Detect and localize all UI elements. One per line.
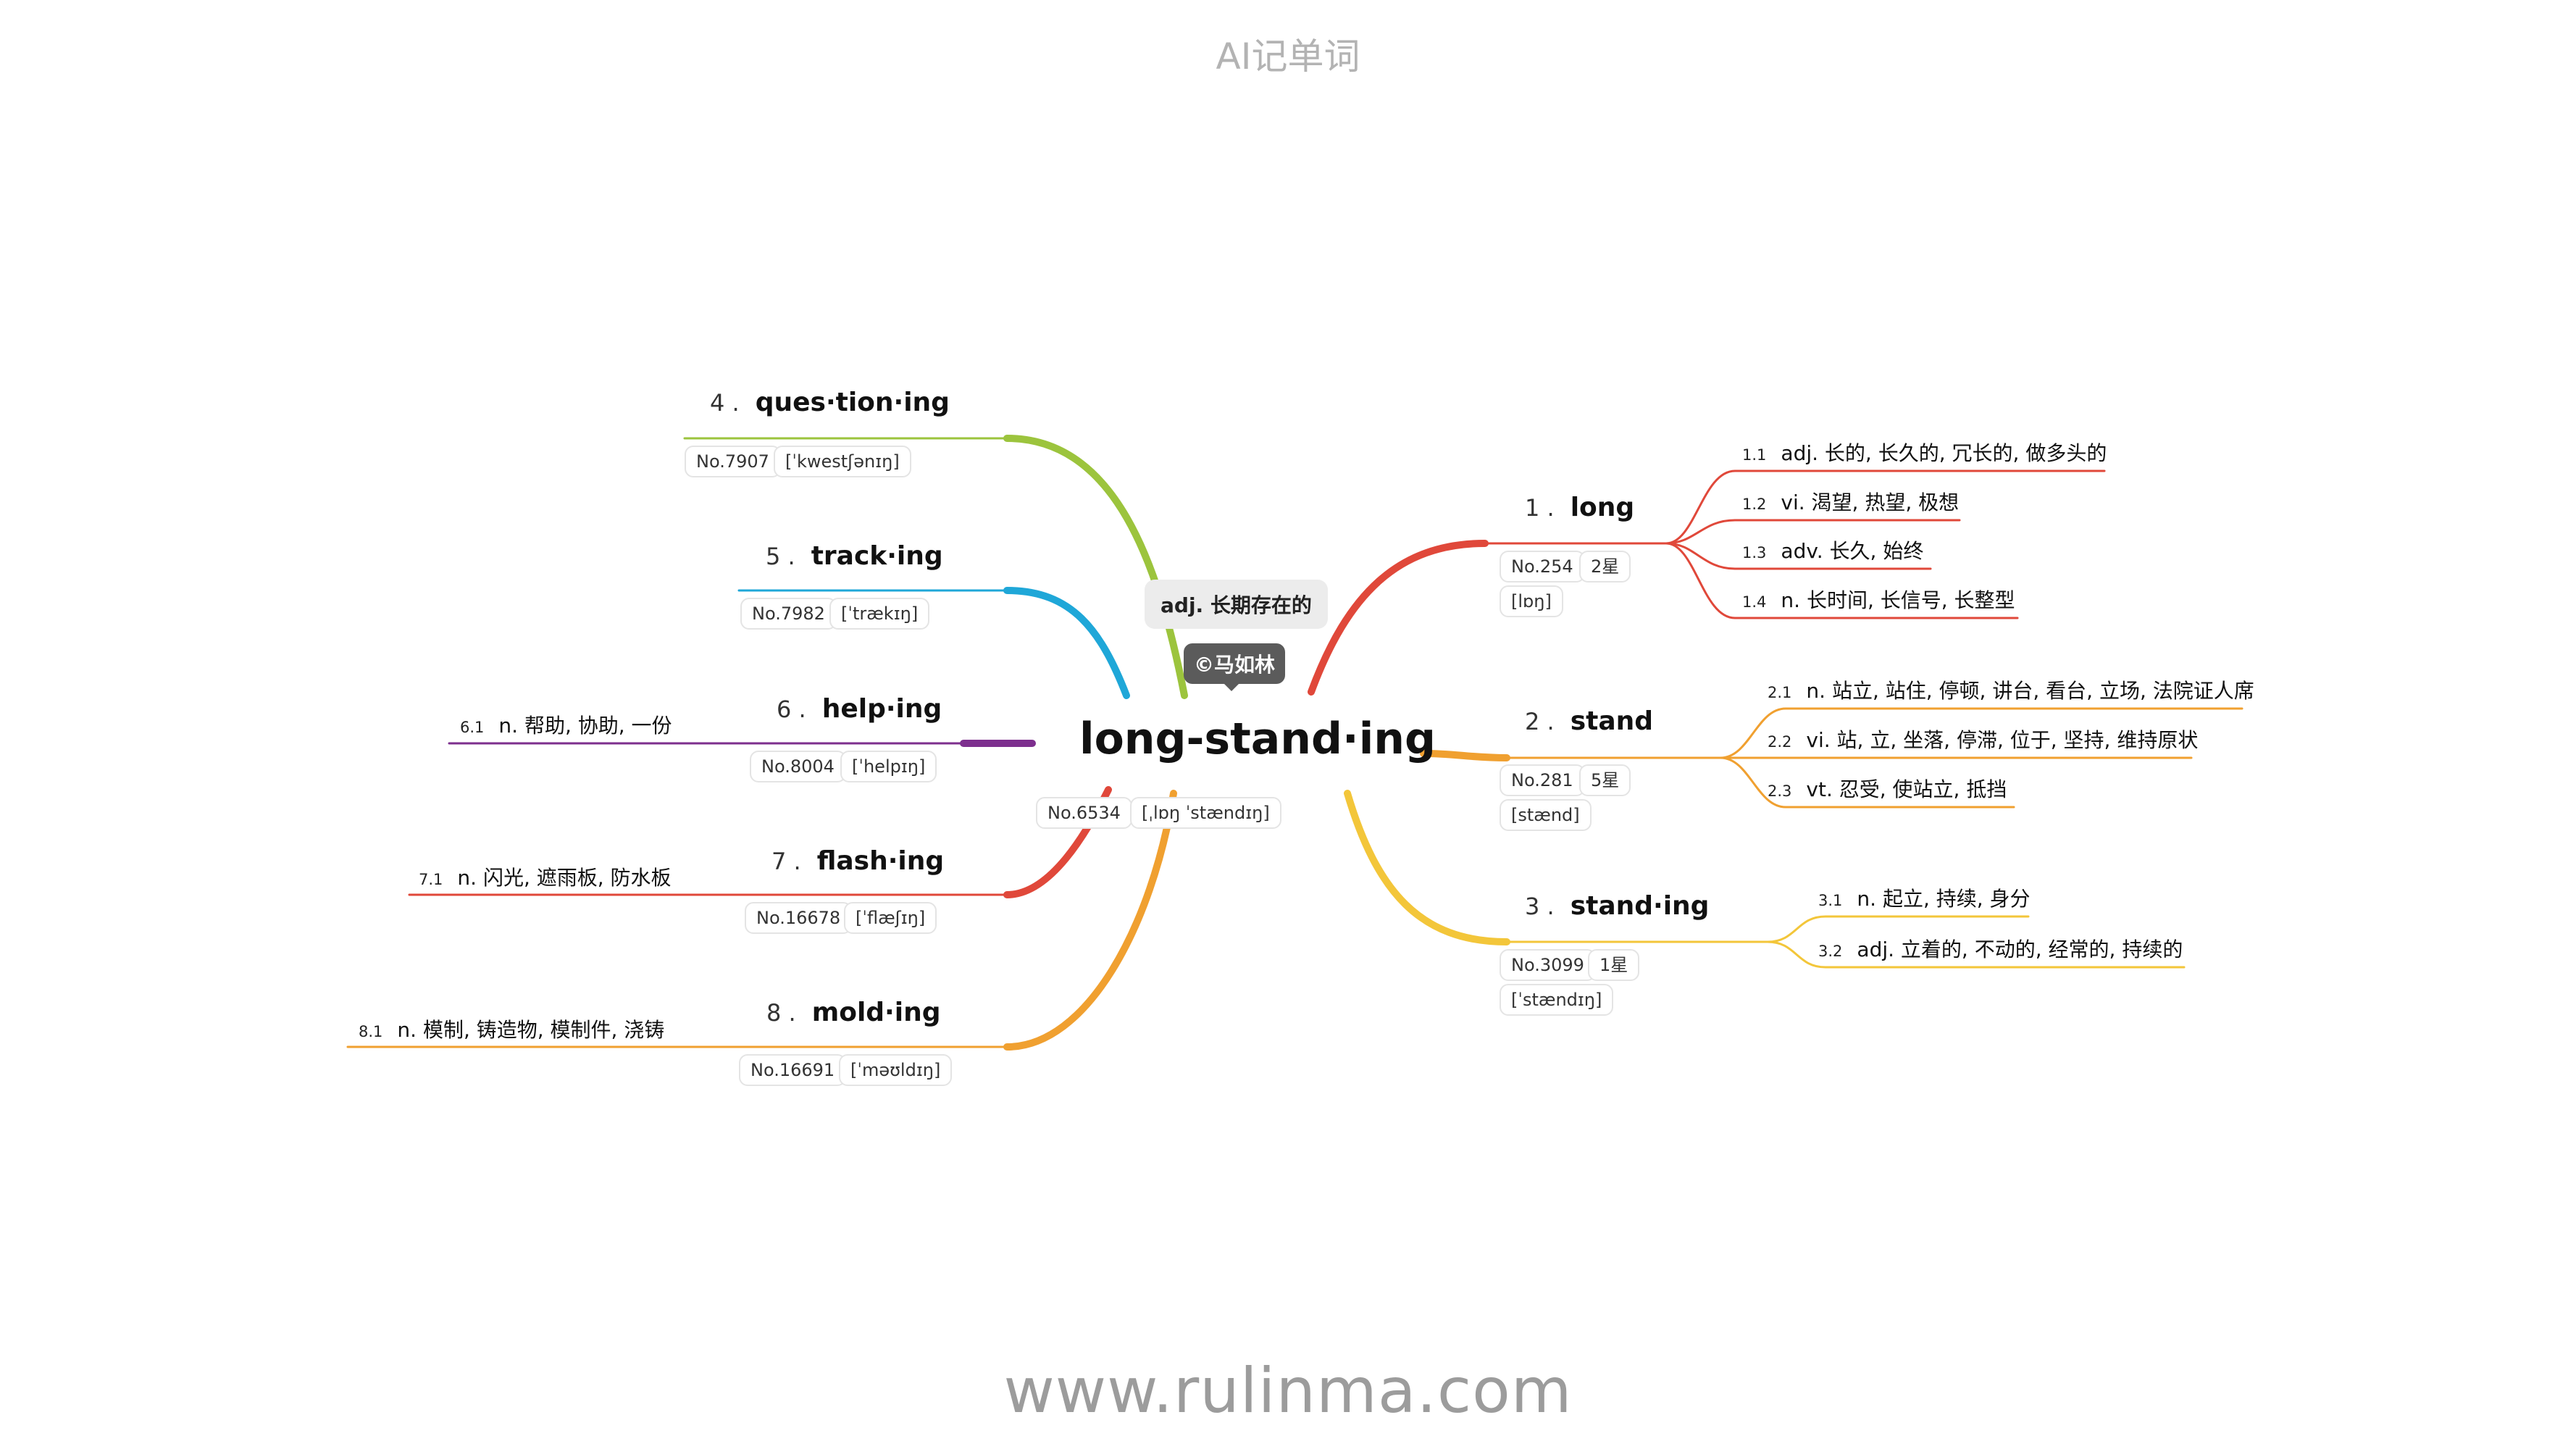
branch-8-word[interactable]: 8 . mold·ing	[766, 998, 940, 1027]
footer-url: www.rulinma.com	[1003, 1355, 1573, 1427]
branch-8-title: mold·ing	[811, 998, 941, 1027]
branch-6-no-tag: No.8004	[750, 751, 846, 782]
branch-5-word[interactable]: 5 . track·ing	[766, 541, 943, 571]
branch-3-title: stand·ing	[1570, 891, 1710, 921]
branch-6-phonetic-tag: [ˈhelpɪŋ]	[840, 751, 937, 782]
branch-3-no-tag: No.3099	[1500, 949, 1596, 981]
branch-5-title: track·ing	[811, 541, 943, 571]
branch-2-no-tag: No.281	[1500, 764, 1585, 796]
author-badge: ©马如林	[1184, 643, 1286, 684]
branch-7-number: 7 .	[771, 848, 801, 875]
branch-7-phonetic-tag: [ˈflæʃɪŋ]	[844, 902, 937, 934]
branch-4-phonetic-tag: [ˈkwestʃənɪŋ]	[774, 446, 911, 477]
branch-3-word[interactable]: 3 . stand·ing	[1525, 891, 1709, 921]
branch-7-no-tag: No.16678	[745, 902, 853, 934]
branch-5-number: 5 .	[766, 543, 795, 570]
branch-1-number: 1 .	[1525, 494, 1555, 522]
branch-3-phonetic-tag: [ˈstændɪŋ]	[1500, 984, 1614, 1016]
center-number-tag: No.6534	[1036, 797, 1132, 829]
branch-1-stars-tag: 2星	[1579, 551, 1631, 582]
header-title: AI记单词	[1216, 36, 1360, 78]
branch-3-stars-tag: 1星	[1588, 949, 1640, 981]
branch-2-title: stand	[1570, 706, 1654, 736]
author-badge-pointer	[1221, 681, 1242, 691]
connector-long	[1308, 540, 1489, 696]
branch-1-phonetic-tag: [lɒŋ]	[1500, 585, 1563, 617]
branch-7-title: flash·ing	[816, 846, 945, 876]
branch-2-number: 2 .	[1525, 708, 1555, 735]
branch-2-phonetic-tag: [stænd]	[1500, 799, 1592, 831]
branch-8-no-tag: No.16691	[739, 1054, 847, 1086]
connector-stand	[1420, 750, 1510, 761]
branch-2-stars-tag: 5星	[1579, 764, 1631, 796]
branch-3-number: 3 .	[1525, 893, 1555, 920]
branch-1-title: long	[1570, 493, 1635, 522]
branch-5-no-tag: No.7982	[740, 598, 837, 630]
branch-4-word[interactable]: 4 . ques·tion·ing	[710, 388, 950, 417]
connector-questioning	[1003, 435, 1188, 699]
connector-standing	[1344, 790, 1510, 945]
branch-8-number: 8 .	[766, 999, 796, 1027]
connector-molding	[1003, 790, 1177, 1051]
branch-4-number: 4 .	[710, 389, 740, 417]
branch-1-word[interactable]: 1 . long	[1525, 493, 1634, 522]
branch-6-title: help·ing	[821, 694, 942, 724]
branch-7-word[interactable]: 7 . flash·ing	[771, 846, 944, 876]
connector-tracking	[1003, 587, 1130, 699]
branch-8-phonetic-tag: [ˈməʊldɪŋ]	[839, 1054, 953, 1086]
branch-6-number: 6 .	[777, 696, 806, 723]
branch-6-word[interactable]: 6 . help·ing	[777, 694, 942, 724]
branch-2-word[interactable]: 2 . stand	[1525, 706, 1653, 736]
branch-4-title: ques·tion·ing	[755, 388, 950, 417]
center-definition: adj. 长期存在的	[1145, 580, 1328, 629]
center-phonetic-tag: [ˌlɒŋ ˈstændɪŋ]	[1130, 797, 1281, 829]
branch-5-phonetic-tag: [ˈtrækɪŋ]	[829, 598, 930, 630]
branch-4-no-tag: No.7907	[685, 446, 781, 477]
center-word: long-stand·ing	[1079, 714, 1436, 764]
branch-1-no-tag: No.254	[1500, 551, 1585, 582]
